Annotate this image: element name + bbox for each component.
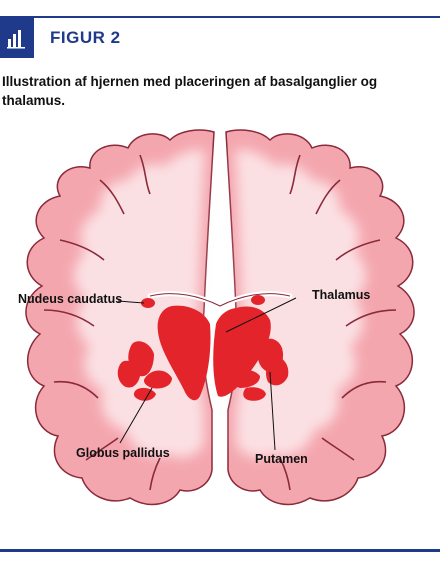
label-nucleus-caudatus: Nudeus caudatus — [18, 292, 123, 306]
leader-thalamus — [225, 297, 297, 333]
thalamus-left — [157, 305, 211, 401]
label-thalamus: Thalamus — [312, 288, 371, 302]
top-rule — [0, 16, 440, 18]
label-putamen: Putamen — [255, 452, 308, 466]
label-globus-pallidus: Globus pallidus — [76, 446, 170, 460]
figure-header: FIGUR 2 — [0, 18, 440, 62]
figure-caption: Illustration af hjernen med placeringen … — [2, 74, 378, 108]
leader-globus-pallidus — [119, 387, 153, 444]
bottom-rule — [0, 549, 440, 552]
brain-diagram — [25, 129, 415, 506]
caudate-nucleus-left — [141, 298, 155, 308]
lentiform-right — [231, 338, 289, 401]
left-hemisphere — [25, 129, 215, 506]
thalamus-right — [213, 306, 271, 397]
caudate-nucleus-right — [251, 295, 265, 305]
bar-chart-icon — [0, 18, 34, 58]
figure-label: FIGUR 2 — [50, 28, 121, 47]
leader-nucleus-caudatus — [117, 300, 145, 304]
leader-putamen — [269, 371, 276, 451]
